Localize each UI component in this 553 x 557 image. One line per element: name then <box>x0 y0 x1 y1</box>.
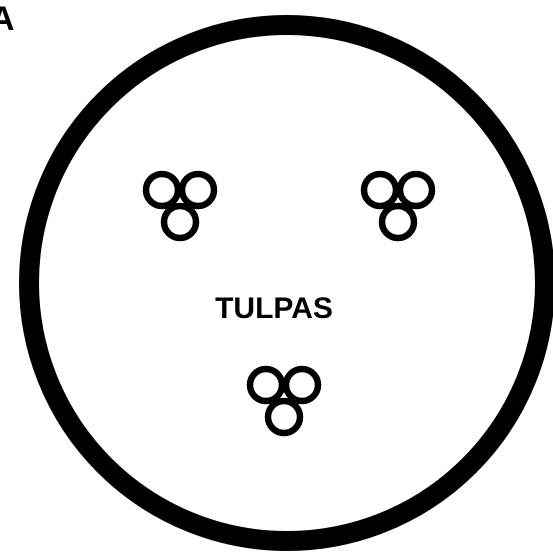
ring-right <box>178 170 218 210</box>
trefoil-symbol-bottom-center <box>246 365 322 437</box>
ring-left <box>142 170 182 210</box>
ring-right <box>282 365 322 405</box>
trefoil-symbol-top-left <box>142 170 218 242</box>
ring-bottom <box>264 397 304 437</box>
ring-right <box>396 170 436 210</box>
trefoil-symbol-top-right <box>360 170 436 242</box>
center-label: TULPAS <box>215 292 333 325</box>
ring-bottom <box>160 202 200 242</box>
ring-left <box>360 170 400 210</box>
panel-label: A <box>0 0 15 38</box>
ring-left <box>246 365 286 405</box>
outer-circle <box>19 15 553 551</box>
ring-bottom <box>378 202 418 242</box>
